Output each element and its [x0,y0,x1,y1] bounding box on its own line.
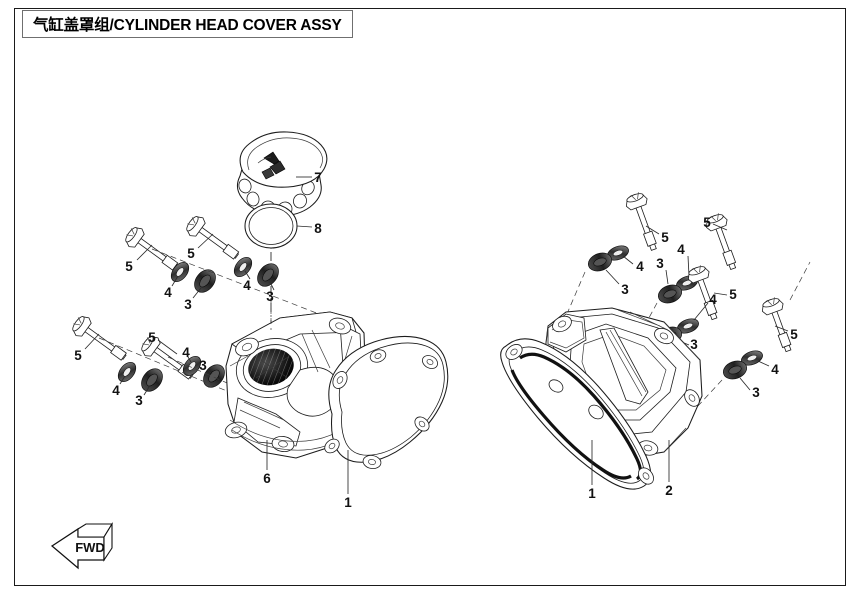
part-washer [677,302,709,334]
part-washer [607,245,634,265]
callout-label: 5 [703,215,711,230]
part-rubber-grommet [141,368,163,396]
callout-label: 3 [656,256,664,271]
callout-leaders [266,176,670,494]
callout-label: 1 [588,486,596,501]
part-rubber-grommet [257,263,279,291]
callout-label: 5 [148,330,156,345]
part-flange-bolt [72,316,127,361]
part-flange-bolt [186,216,240,260]
callout-label: 3 [184,297,192,312]
part-washer [170,261,190,287]
callout-label: 5 [661,230,669,245]
callout-label: 4 [636,259,644,274]
callout-label: 5 [729,287,737,302]
callout-label: 7 [314,170,322,185]
fwd-direction-arrow: FWD [50,522,113,570]
callout-label: 4 [164,285,172,300]
callout-label: 3 [690,337,698,352]
diagram-title-box: 气缸盖罩组/CYLINDER HEAD COVER ASSY [22,10,353,38]
part-cover-gasket-right [500,338,654,490]
callout-label: 5 [187,246,195,261]
fwd-label: FWD [75,540,105,555]
callout-label: 8 [314,221,322,236]
callout-label: 5 [125,259,133,274]
page-border [14,8,846,586]
callout-label: 4 [182,345,190,360]
callout-label: 1 [344,495,352,510]
callout-label: 3 [199,358,207,373]
part-washer [741,350,770,367]
callout-label: 4 [112,383,120,398]
part-oil-filler-cap [236,131,328,217]
part-flange-bolt [625,192,660,251]
part-rubber-grommet [588,252,620,285]
part-washer [117,361,137,385]
callout-label: 3 [135,393,143,408]
part-flange-bolt [761,297,792,353]
callout-label: 5 [74,348,82,363]
part-rubber-grommet [192,269,216,299]
callout-label: 6 [263,471,271,486]
callout-label: 4 [709,292,717,307]
callout-label: 4 [677,242,685,257]
part-cover-gasket-left [324,335,449,469]
callout-label: 4 [243,278,251,293]
part-rubber-grommet [723,360,751,391]
part-o-ring-seal [244,203,298,249]
part-flange-bolt [705,213,737,271]
part-rubber-grommet [658,269,682,304]
callout-numbers: 7 8 5 5 4 3 4 3 5 5 4 3 4 3 6 1 4 3 5 5 … [74,170,798,510]
part-flange-bolt [687,265,728,321]
callout-label: 3 [266,289,274,304]
callout-label: 5 [790,327,798,342]
callout-label: 2 [665,483,673,498]
page-title: 气缸盖罩组/CYLINDER HEAD COVER ASSY [33,17,342,34]
callout-label: 4 [771,362,779,377]
part-flange-bolt [125,227,179,271]
callout-label: 3 [621,282,629,297]
part-washer [233,256,253,280]
callout-label: 3 [752,385,760,400]
